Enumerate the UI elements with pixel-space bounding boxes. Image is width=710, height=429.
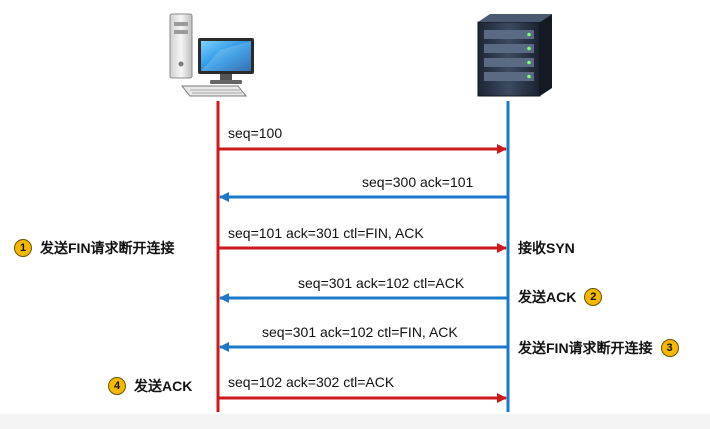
client-note-step-4: 4 发送ACK (108, 376, 192, 396)
server-note-step-2: 发送ACK 2 (518, 287, 603, 307)
server-note-receive: 接收SYN (518, 238, 575, 258)
step-badge-1: 1 (14, 239, 32, 257)
client-note-step-1: 1 发送FIN请求断开连接 (14, 238, 175, 258)
server-rack-icon (477, 14, 552, 97)
footer-band (0, 414, 710, 429)
step-badge-3: 3 (660, 339, 679, 357)
client-note-text-4: 发送ACK (134, 378, 193, 394)
server-note-text-3: 发送FIN请求断开连接 (518, 340, 653, 356)
message-label-6: seq=102 ack=302 ctl=ACK (228, 374, 395, 390)
message-label-2: seq=300 ack=101 (362, 174, 474, 190)
server-note-text-2: 发送ACK (518, 289, 577, 305)
step-badge-4: 4 (108, 377, 126, 395)
server-note-step-3: 发送FIN请求断开连接 3 (518, 338, 679, 358)
step-badge-2: 2 (584, 288, 603, 306)
server-note-receive-text: 接收SYN (518, 240, 575, 256)
message-label-5: seq=301 ack=102 ctl=FIN, ACK (262, 324, 458, 340)
message-label-1: seq=100 (228, 125, 283, 141)
desktop-computer-icon (169, 13, 254, 97)
client-note-text-1: 发送FIN请求断开连接 (40, 240, 175, 256)
message-label-3: seq=101 ack=301 ctl=FIN, ACK (228, 225, 424, 241)
message-label-4: seq=301 ack=102 ctl=ACK (298, 275, 465, 291)
